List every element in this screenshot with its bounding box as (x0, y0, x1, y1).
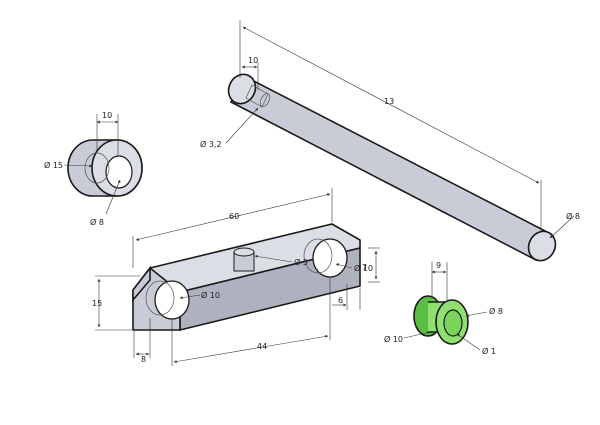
rod-offset-label: 10 (248, 56, 258, 65)
rod-part: 10 13 Ø 3,2 Ø 8 (200, 20, 580, 262)
rod-hole-leader (225, 107, 259, 144)
rod-length-label: 13 (384, 97, 394, 106)
block-length-label: 60 (229, 212, 239, 221)
bushing-inner-label: Ø 1 (482, 346, 496, 356)
block-edge-label: 6 (338, 296, 343, 305)
bushing-flange-label: Ø 8 (489, 306, 503, 316)
rod-end-right (527, 230, 557, 262)
rod-hole-label: Ø 3,2 (200, 139, 222, 149)
block-part: 60 15 8 44 Ø 10 Ø 5 Ø 10 7 6 (92, 188, 380, 366)
block-depth-label: 7 (362, 263, 367, 272)
bushing-outer-label: Ø 10 (384, 334, 403, 344)
rod-diameter-leader (549, 215, 575, 239)
ring-outer-label: Ø 15 (44, 160, 63, 170)
ring-bore (105, 155, 133, 189)
ring-inner-label: Ø 8 (90, 217, 104, 227)
ring-part: 10 Ø 15 Ø 8 (44, 111, 143, 227)
block-chamfer (132, 265, 151, 303)
rod-length-dim (242, 26, 540, 184)
block-length-dim (135, 193, 331, 241)
ring-inner-leader (105, 179, 121, 215)
bushing-bore (443, 309, 463, 337)
bushing-part: 9 Ø 8 Ø 10 Ø 1 (384, 261, 503, 356)
block-hole-leader (179, 294, 201, 300)
block-right-hole (312, 238, 348, 278)
bushing-outer-leader (403, 331, 431, 339)
bushing-inner-leader (456, 333, 481, 351)
bushing-width-label: 9 (436, 261, 441, 270)
ring-width-label: 10 (102, 111, 112, 120)
rod-diameter-label: Ø 8 (566, 211, 580, 221)
block-height-label: 15 (92, 299, 102, 308)
block-right-hole-label: Ø 10 (354, 263, 373, 273)
block-pin-label: Ø 5 (294, 257, 308, 267)
block-left-hole-hidden (145, 280, 175, 316)
block-spacing-label: 44 (257, 342, 267, 351)
block-spacing-dim (173, 334, 329, 364)
ring-outer-leader (63, 164, 93, 168)
block-left-hole (154, 280, 190, 320)
block-right-hole-leader (335, 263, 353, 269)
bushing-flange-leader (465, 311, 488, 317)
block-hole-label: Ø 10 (201, 290, 220, 300)
block-pin-leader (254, 254, 293, 263)
block-end-label: 8 (141, 355, 146, 364)
ring-bore-hidden (84, 152, 110, 184)
block-pin-top (233, 247, 255, 257)
